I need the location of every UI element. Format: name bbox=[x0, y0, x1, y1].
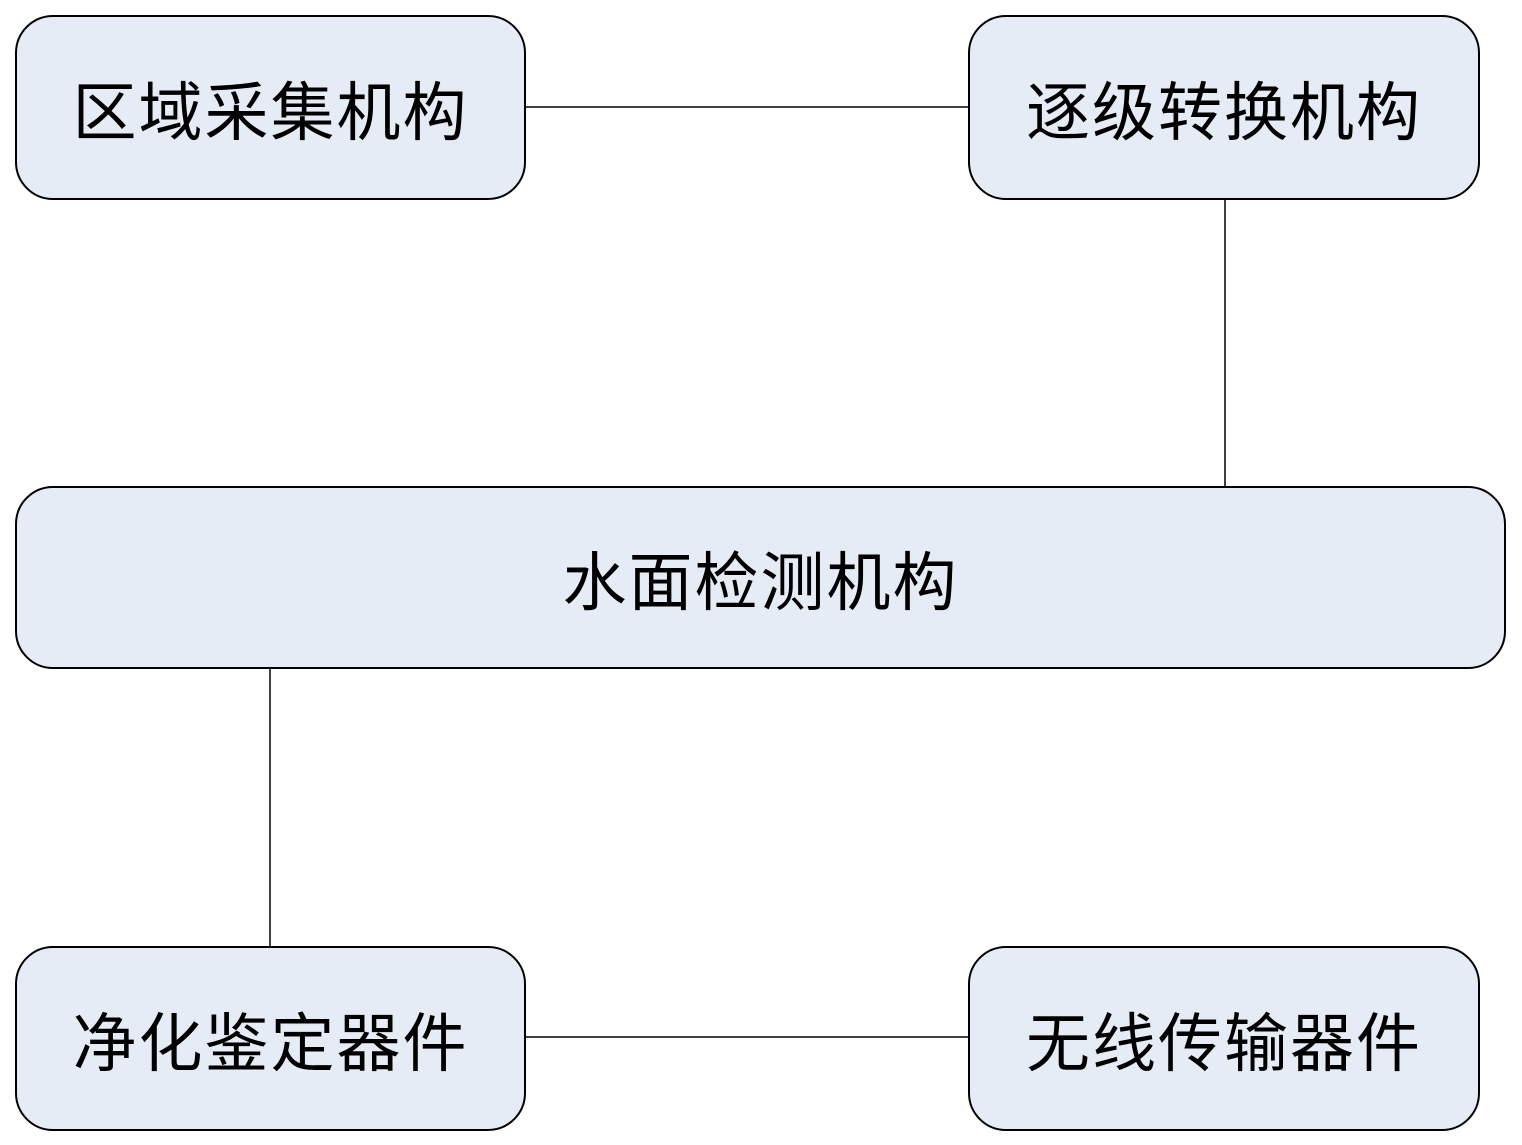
node-stepwise-conversion: 逐级转换机构 bbox=[968, 15, 1480, 200]
node-label: 区域采集机构 bbox=[73, 62, 469, 154]
node-region-collection: 区域采集机构 bbox=[15, 15, 526, 200]
node-label: 无线传输器件 bbox=[1026, 993, 1422, 1085]
node-water-surface-detection: 水面检测机构 bbox=[15, 486, 1506, 669]
node-purification-identification: 净化鉴定器件 bbox=[15, 946, 526, 1131]
node-label: 水面检测机构 bbox=[563, 532, 959, 624]
node-label: 净化鉴定器件 bbox=[73, 993, 469, 1085]
node-wireless-transmission: 无线传输器件 bbox=[968, 946, 1480, 1131]
node-label: 逐级转换机构 bbox=[1026, 62, 1422, 154]
